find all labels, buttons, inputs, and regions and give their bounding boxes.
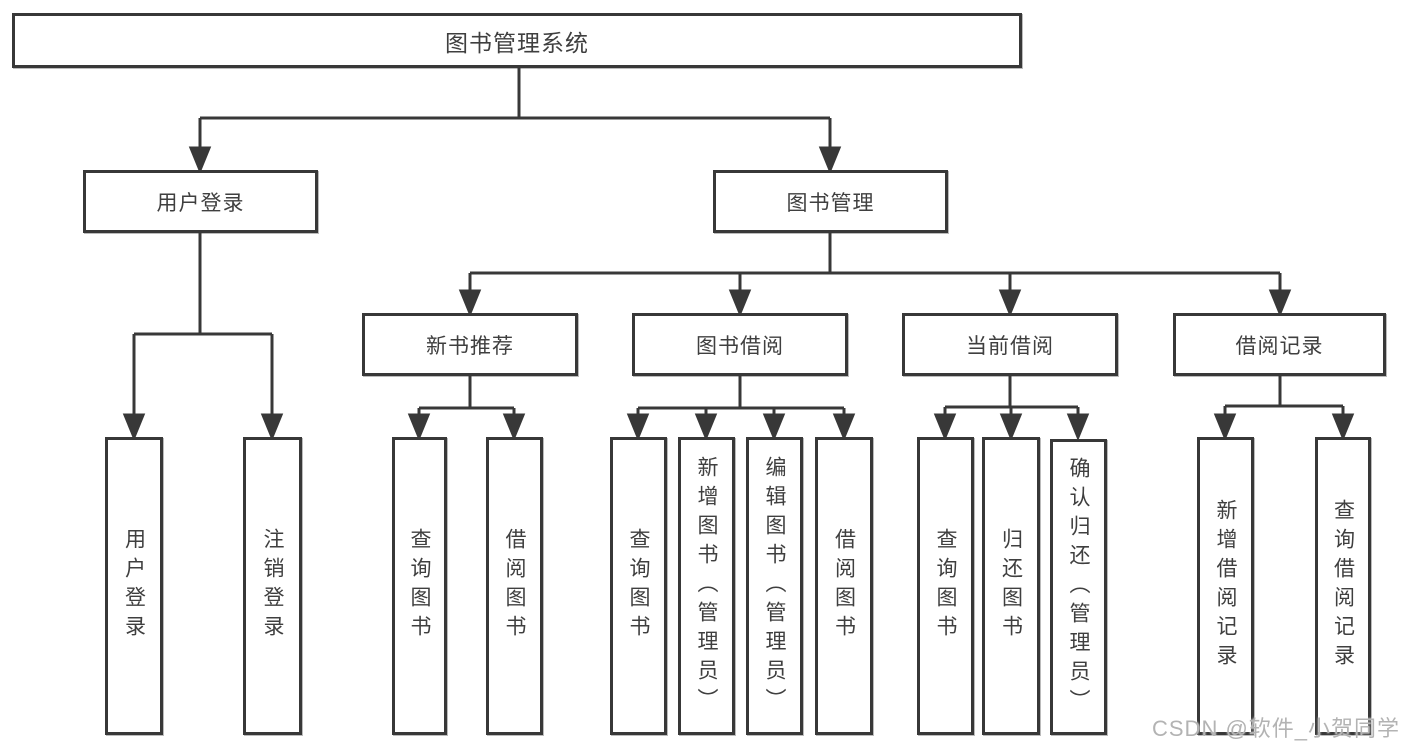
arrowhead-icon	[999, 413, 1023, 441]
leaf-add-book-admin: 新增图书（管理员）	[678, 437, 735, 735]
arrowhead-icon	[1268, 289, 1292, 317]
connector-book-management	[458, 233, 1292, 317]
leaf-borrow-books: 借阅图书	[815, 437, 873, 735]
arrowhead-icon	[933, 413, 957, 441]
arrowhead-icon	[762, 413, 786, 441]
leaf-query-borrow-record: 查询借阅记录	[1315, 437, 1371, 735]
arrowhead-icon	[260, 413, 284, 441]
leaf-user-login: 用户登录	[105, 437, 163, 735]
connector-book-borrow	[626, 376, 856, 441]
leaf-add-borrow-record: 新增借阅记录	[1197, 437, 1254, 735]
arrowhead-icon	[407, 413, 431, 441]
leaf-logout: 注销登录	[243, 437, 302, 735]
leaf-confirm-return-admin: 确认归还（管理员）	[1050, 439, 1107, 735]
node-new-book-recommend: 新书推荐	[362, 313, 578, 376]
arrowhead-icon	[694, 413, 718, 441]
leaf-query-books-borrow: 查询图书	[610, 437, 667, 735]
connector-current-borrow	[933, 376, 1090, 441]
node-borrow-records: 借阅记录	[1173, 313, 1386, 376]
connector-root	[188, 68, 842, 174]
csdn-watermark: CSDN @软件_小贺同学	[1152, 716, 1401, 741]
arrowhead-icon	[502, 413, 526, 441]
node-current-borrow: 当前借阅	[902, 313, 1118, 376]
arrowhead-icon	[832, 413, 856, 441]
arrowhead-icon	[188, 146, 212, 174]
arrowhead-icon	[1213, 413, 1237, 441]
leaf-edit-book-admin: 编辑图书（管理员）	[746, 437, 803, 735]
arrowhead-icon	[1331, 413, 1355, 441]
arrowhead-icon	[998, 289, 1022, 317]
leaf-return-books: 归还图书	[982, 437, 1040, 735]
arrowhead-icon	[122, 413, 146, 441]
arrowhead-icon	[458, 289, 482, 317]
connector-new-book-recommend	[407, 376, 526, 441]
arrowhead-icon	[728, 289, 752, 317]
connector-user-login	[122, 233, 284, 441]
node-root-library-system: 图书管理系统	[12, 13, 1022, 68]
node-user-login: 用户登录	[83, 170, 318, 233]
arrowhead-icon	[626, 413, 650, 441]
node-book-borrow: 图书借阅	[632, 313, 848, 376]
leaf-query-books-current: 查询图书	[917, 437, 974, 735]
arrowhead-icon	[818, 146, 842, 174]
leaf-borrow-books-recommend: 借阅图书	[486, 437, 543, 735]
leaf-query-books-recommend: 查询图书	[392, 437, 447, 735]
connector-borrow-records	[1213, 376, 1355, 441]
arrowhead-icon	[1066, 413, 1090, 441]
node-book-management: 图书管理	[713, 170, 948, 233]
